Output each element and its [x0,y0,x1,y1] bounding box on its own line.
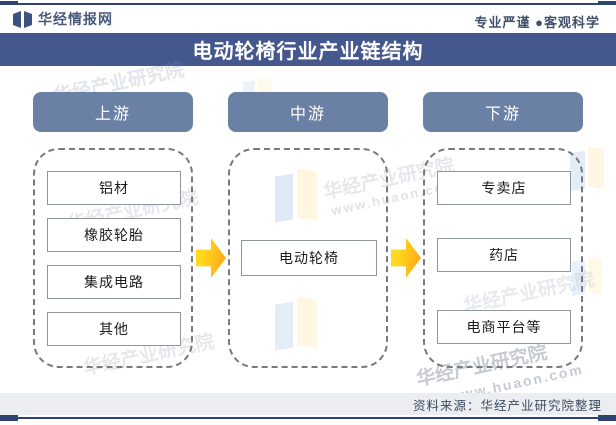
title-bar: 电动轮椅行业产业链结构 [0,33,616,66]
page-title: 电动轮椅行业产业链结构 [192,41,424,63]
midstream-item-electric-wheelchair: 电动轮椅 [241,240,377,276]
downstream-item-specialty-store: 专卖店 [437,171,571,205]
upstream-item-aluminum: 铝材 [47,171,181,205]
downstream-item-ecommerce-platform: 电商平台等 [437,310,571,344]
upstream-item-other: 其他 [47,312,181,346]
top-border-cap-left [0,1,18,7]
right-arrow-icon [391,238,421,278]
right-arrow-icon [196,238,226,278]
top-border-line [0,1,616,7]
upstream-item-rubber-tires: 橡胶轮胎 [47,218,181,252]
upstream-group-box [33,148,193,368]
column-header-downstream: 下游 [423,92,583,132]
brand-name: 华经情报网 [38,11,113,27]
downstream-group-box [423,148,583,368]
source-note: 资料来源：华经产业研究院整理 [412,398,602,413]
tagline: 专业严谨 ●客观科学 [474,15,600,30]
upstream-item-integrated-circuits: 集成电路 [47,265,181,299]
downstream-item-pharmacy: 药店 [437,238,571,272]
huajing-logo-icon [13,10,32,28]
column-header-midstream: 中游 [228,92,388,132]
header: 华经情报网 专业严谨 ●客观科学 [0,5,616,33]
top-border-cap-right [598,1,616,7]
diagram-canvas: 华经产业研究院 华经产业研究院 华经产业研究院 www.huaon.com 华经… [0,59,616,405]
bottom-border-cap-left [0,415,18,421]
bottom-border-cap-right [598,415,616,421]
brand-logo[interactable]: 华经情报网 [13,9,113,29]
footer-source-bar: 资料来源：华经产业研究院整理 [0,393,616,415]
bottom-border-line [0,415,616,421]
column-header-upstream: 上游 [33,92,193,132]
midstream-group-box [228,148,388,368]
